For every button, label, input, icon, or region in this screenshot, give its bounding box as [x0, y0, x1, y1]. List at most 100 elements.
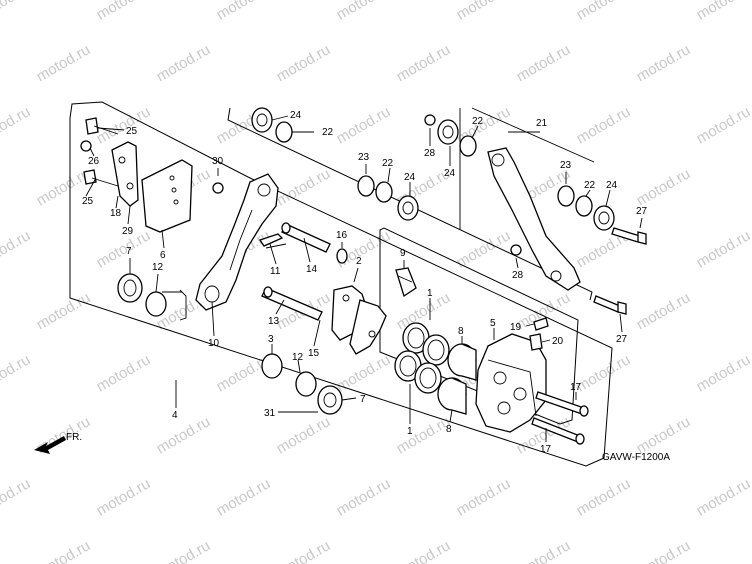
oil-seal-7-upper [117, 273, 143, 303]
watermark-text: motod.ru [34, 289, 94, 333]
bolt-27-lower [593, 295, 627, 315]
watermark-text: motod.ru [334, 351, 394, 395]
watermark-text: motod.ru [34, 537, 94, 564]
watermark-text: motod.ru [0, 351, 33, 395]
leader-lines [85, 115, 643, 442]
bolt-25-upper [85, 117, 119, 135]
callout-23-left: 23 [358, 152, 370, 163]
callout-17-lower: 17 [540, 444, 552, 455]
watermark-text: motod.ru [574, 475, 634, 519]
callout-1-upper: 1 [427, 288, 433, 299]
callout-28-lower: 28 [512, 270, 524, 281]
bushing-12-upper [145, 291, 167, 317]
front-direction-arrow-icon [34, 436, 66, 454]
watermark-text: motod.ru [154, 413, 214, 457]
watermark-text: motod.ru [94, 103, 154, 147]
callout-24-right-upper: 24 [444, 168, 456, 179]
brake-pad-2 [331, 285, 387, 355]
watermark-text: motod.ru [274, 413, 334, 457]
caliper-subframe [379, 227, 579, 425]
callout-3: 3 [268, 334, 274, 345]
callout-14: 14 [306, 264, 318, 275]
callout-13: 13 [268, 316, 280, 327]
watermark-text: motod.ru [454, 0, 514, 23]
boot-16 [336, 248, 348, 264]
callout-8-lower: 8 [446, 424, 452, 435]
callout-21: 21 [536, 118, 548, 129]
watermark-text: motod.ru [694, 475, 752, 519]
retainer-clip-11 [258, 233, 287, 249]
watermark-text: motod.ru [0, 227, 33, 271]
bracket-frame-line [471, 107, 595, 163]
callout-7-lower: 7 [360, 394, 366, 405]
callout-6: 6 [160, 250, 166, 261]
watermark-text: motod.ru [574, 0, 634, 23]
watermark-text: motod.ru [394, 537, 454, 564]
watermark-text: motod.ru [634, 537, 694, 564]
nut-28-lower [510, 244, 522, 256]
watermark-text: motod.ru [394, 41, 454, 85]
callout-24-right: 24 [606, 180, 618, 191]
watermark-text: motod.ru [634, 289, 694, 333]
watermark-text: motod.ru [634, 165, 694, 209]
bolt-17-upper [535, 391, 589, 417]
callout-2: 2 [356, 256, 362, 267]
caliper-body-5 [475, 333, 547, 433]
watermark-text: motod.ru [514, 537, 574, 564]
outer-frame [69, 101, 613, 467]
callout-27-lower: 27 [616, 334, 628, 345]
callout-12-lower: 12 [292, 352, 304, 363]
diagram-code: GAVW-F1200A [602, 452, 670, 463]
callout-7-upper: 7 [126, 246, 132, 257]
bushing-12-lower [295, 371, 317, 397]
callout-10: 10 [208, 338, 220, 349]
front-direction-label: FR. [66, 432, 82, 443]
watermark-text: motod.ru [0, 475, 33, 519]
bushing-3 [261, 353, 283, 379]
watermark-text: motod.ru [0, 0, 33, 23]
seal-24-mid [397, 195, 419, 221]
callout-1-lower: 1 [407, 426, 413, 437]
callout-22-right: 22 [584, 180, 596, 191]
watermark-text: motod.ru [94, 475, 154, 519]
watermark-text: motod.ru [574, 351, 634, 395]
watermark-text: motod.ru [334, 103, 394, 147]
boot-22-right-upper [459, 135, 477, 157]
piston-seal-1b [422, 334, 450, 366]
boot-22-upper [275, 121, 293, 143]
boot-22-right [575, 195, 593, 217]
callout-22-upper-left: 22 [322, 127, 334, 138]
callout-24-mid: 24 [404, 172, 416, 183]
bleeder-cap-20 [529, 333, 543, 351]
callout-23-right: 23 [560, 160, 572, 171]
callout-20: 20 [552, 336, 564, 347]
boot-22-mid [375, 181, 393, 203]
bushing-23-right [557, 185, 575, 207]
callout-25-lower: 25 [82, 196, 94, 207]
torque-link-21 [487, 147, 581, 291]
callout-24-upper-left: 24 [290, 110, 302, 121]
callout-30: 30 [212, 156, 224, 167]
callout-5: 5 [490, 318, 496, 329]
callout-29: 29 [122, 226, 134, 237]
watermark-text: motod.ru [334, 0, 394, 23]
watermark-text: motod.ru [334, 475, 394, 519]
watermark-text: motod.ru [694, 227, 752, 271]
seal-24-right [593, 205, 615, 231]
callout-31: 31 [264, 408, 276, 419]
bolt-27-upper [611, 227, 647, 245]
watermark-text: motod.ru [514, 41, 574, 85]
watermark-text: motod.ru [0, 103, 33, 147]
nut-28-upper [424, 114, 436, 126]
watermark-text: motod.ru [274, 41, 334, 85]
callout-11: 11 [270, 266, 281, 277]
washer-26 [80, 140, 92, 152]
oil-seal-7-lower [317, 385, 343, 415]
callout-27-upper: 27 [636, 206, 648, 217]
callout-28-upper: 28 [424, 148, 436, 159]
piston-8-lower [437, 377, 467, 415]
watermark-text: motod.ru [634, 41, 694, 85]
seal-24-right-upper [437, 119, 459, 145]
